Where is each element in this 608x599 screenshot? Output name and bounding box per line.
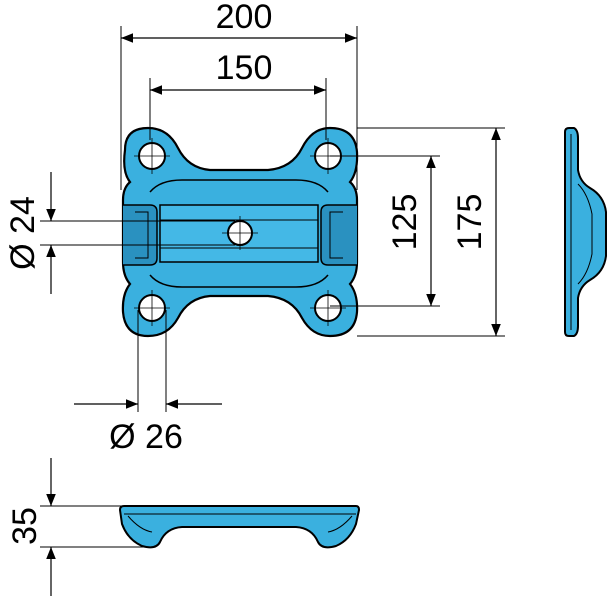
bottom-view bbox=[118, 505, 361, 549]
side-view bbox=[564, 127, 607, 337]
right-pocket bbox=[320, 204, 357, 266]
dim-thickness: 35 bbox=[6, 458, 150, 596]
front-view-plate bbox=[121, 126, 359, 338]
dim-thickness-label: 35 bbox=[6, 507, 44, 545]
dim-center-hole: Ø 24 bbox=[4, 172, 235, 294]
dim-center-hole-label: Ø 24 bbox=[4, 196, 42, 270]
dim-hole-spacing-y-label: 125 bbox=[386, 194, 424, 251]
dim-overall-height: 175 bbox=[357, 127, 505, 337]
dim-corner-hole: Ø 26 bbox=[74, 310, 222, 456]
dim-overall-width-label: 200 bbox=[216, 0, 273, 36]
dim-hole-spacing-x-label: 150 bbox=[216, 49, 273, 87]
dim-hole-spacing-x: 150 bbox=[149, 49, 327, 140]
rib-top-edge bbox=[149, 179, 329, 193]
dim-hole-spacing-y: 125 bbox=[330, 155, 440, 307]
bottom-view-outline bbox=[118, 505, 361, 549]
dim-overall-width: 200 bbox=[120, 0, 358, 190]
dim-overall-height-label: 175 bbox=[451, 194, 489, 251]
dim-corner-hole-label: Ø 26 bbox=[109, 418, 183, 456]
side-view-outline bbox=[564, 127, 607, 337]
left-pocket bbox=[123, 204, 158, 266]
rib-bottom-edge bbox=[149, 274, 329, 288]
